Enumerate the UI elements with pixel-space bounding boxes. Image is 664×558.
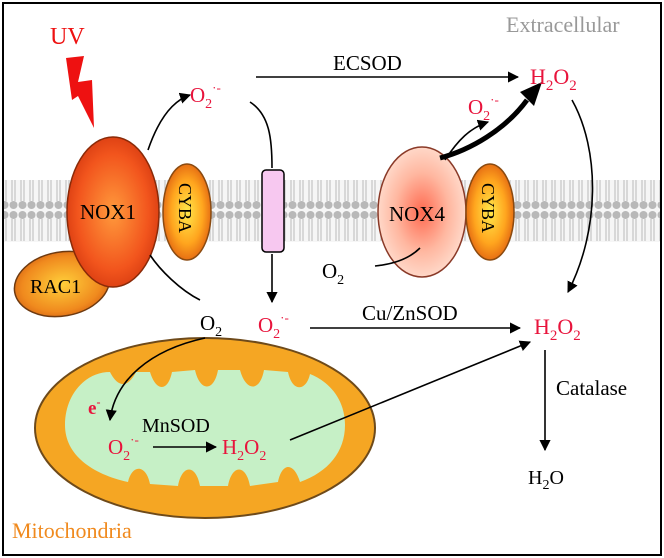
nox4-thick-arrow-shaft: [439, 98, 530, 161]
cyba-left-protein: [162, 163, 212, 261]
oxygen-nox4-label: O2: [322, 259, 344, 288]
electron-label: e-: [88, 395, 100, 419]
superoxide-nox4-label: O2·-: [468, 92, 499, 124]
oxygen-to-nox4-line: [374, 247, 421, 267]
superoxide-into-channel-line: [249, 101, 273, 169]
superoxide-top-label: O2·-: [190, 80, 221, 112]
rac1-label: RAC1: [30, 276, 81, 298]
mitochondrion-inner-membrane: [65, 370, 345, 486]
peroxide-mito-label: H2O2: [222, 435, 266, 464]
oxygen-intracellular-label: O2: [200, 311, 222, 340]
mnsod-label: MnSOD: [142, 415, 210, 437]
cuznsod-label: Cu/ZnSOD: [362, 301, 458, 325]
water-label: H2O: [528, 467, 564, 493]
nox1-to-superoxide-arrow: [147, 92, 192, 151]
nox4-thick-arrow-head: [520, 82, 542, 106]
uv-lightning-icon: [66, 56, 94, 128]
nox1-protein: [66, 136, 160, 288]
nox1-label: NOX1: [80, 200, 136, 224]
peroxide-extracellular-label: H2O2: [530, 64, 577, 94]
catalase-label: Catalase: [556, 376, 627, 400]
oxygen-to-nox1-line: [149, 254, 201, 301]
superoxide-intracellular-label: O2·-: [258, 310, 289, 342]
peroxide-intracellular-label: H2O2: [534, 314, 581, 344]
mitochondria-label: Mitochondria: [12, 518, 132, 543]
extracellular-peroxide-down-arrow: [567, 99, 594, 293]
superoxide-channel: [261, 169, 285, 253]
ecsod-label: ECSOD: [333, 51, 402, 75]
cyba-left-label: CYBA: [175, 183, 195, 233]
cyba-right-label: CYBA: [478, 183, 498, 233]
cyba-right-protein: [465, 163, 515, 261]
extracellular-label: Extracellular: [506, 12, 620, 37]
uv-label: UV: [50, 24, 85, 50]
mito-peroxide-out-arrow: [289, 340, 532, 441]
superoxide-mito-label: O2·-: [108, 432, 139, 464]
nox4-label: NOX4: [389, 202, 445, 226]
oxygen-to-mito-electron-arrow: [105, 337, 206, 422]
